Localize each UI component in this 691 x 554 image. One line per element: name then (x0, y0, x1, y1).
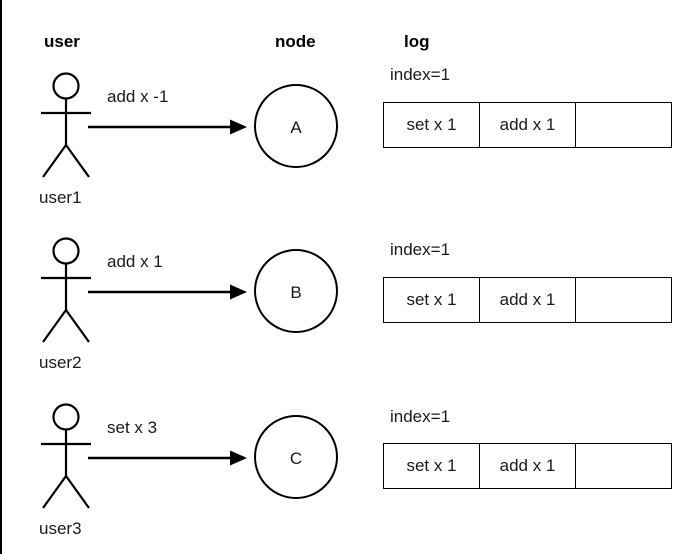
table-row: set x 1 add x 1 (383, 277, 672, 323)
log-cell-3-0: set x 1 (383, 443, 480, 489)
node-label-b: B (290, 283, 302, 302)
actor-figure-user1 (41, 72, 91, 178)
log-cell-2-0: set x 1 (383, 277, 480, 323)
log-table-1: set x 1 add x 1 (383, 102, 672, 148)
message-arrow-1 (88, 119, 247, 135)
message-arrow-2 (88, 284, 247, 300)
actor-label-user1: user1 (39, 188, 82, 207)
message-arrow-3 (88, 450, 247, 466)
log-index-label-3: index=1 (390, 407, 451, 426)
log-cell-1-0: set x 1 (383, 102, 480, 148)
log-cell-2-1: add x 1 (479, 277, 576, 323)
actor-label-user3: user3 (39, 519, 82, 538)
column-header-node: node (275, 32, 316, 51)
message-label-3: set x 3 (107, 418, 158, 437)
actor-figure-user2 (41, 237, 91, 343)
node-label-a: A (290, 118, 302, 137)
message-label-1: add x -1 (107, 87, 169, 106)
table-row: set x 1 add x 1 (383, 443, 672, 489)
log-cell-2-2 (575, 277, 672, 323)
column-header-log: log (404, 32, 430, 51)
log-cell-1-1: add x 1 (479, 102, 576, 148)
actor-label-user2: user2 (39, 353, 82, 372)
log-cell-3-1: add x 1 (479, 443, 576, 489)
table-row: set x 1 add x 1 (383, 102, 672, 148)
node-label-c: C (289, 449, 303, 468)
log-table-3: set x 1 add x 1 (383, 443, 672, 489)
column-header-user: user (44, 32, 80, 51)
log-index-label-1: index=1 (390, 65, 451, 84)
log-index-label-2: index=1 (390, 240, 451, 259)
log-cell-1-2 (575, 102, 672, 148)
message-label-2: add x 1 (107, 252, 163, 271)
log-cell-3-2 (575, 443, 672, 489)
log-table-2: set x 1 add x 1 (383, 277, 672, 323)
actor-figure-user3 (41, 403, 91, 509)
